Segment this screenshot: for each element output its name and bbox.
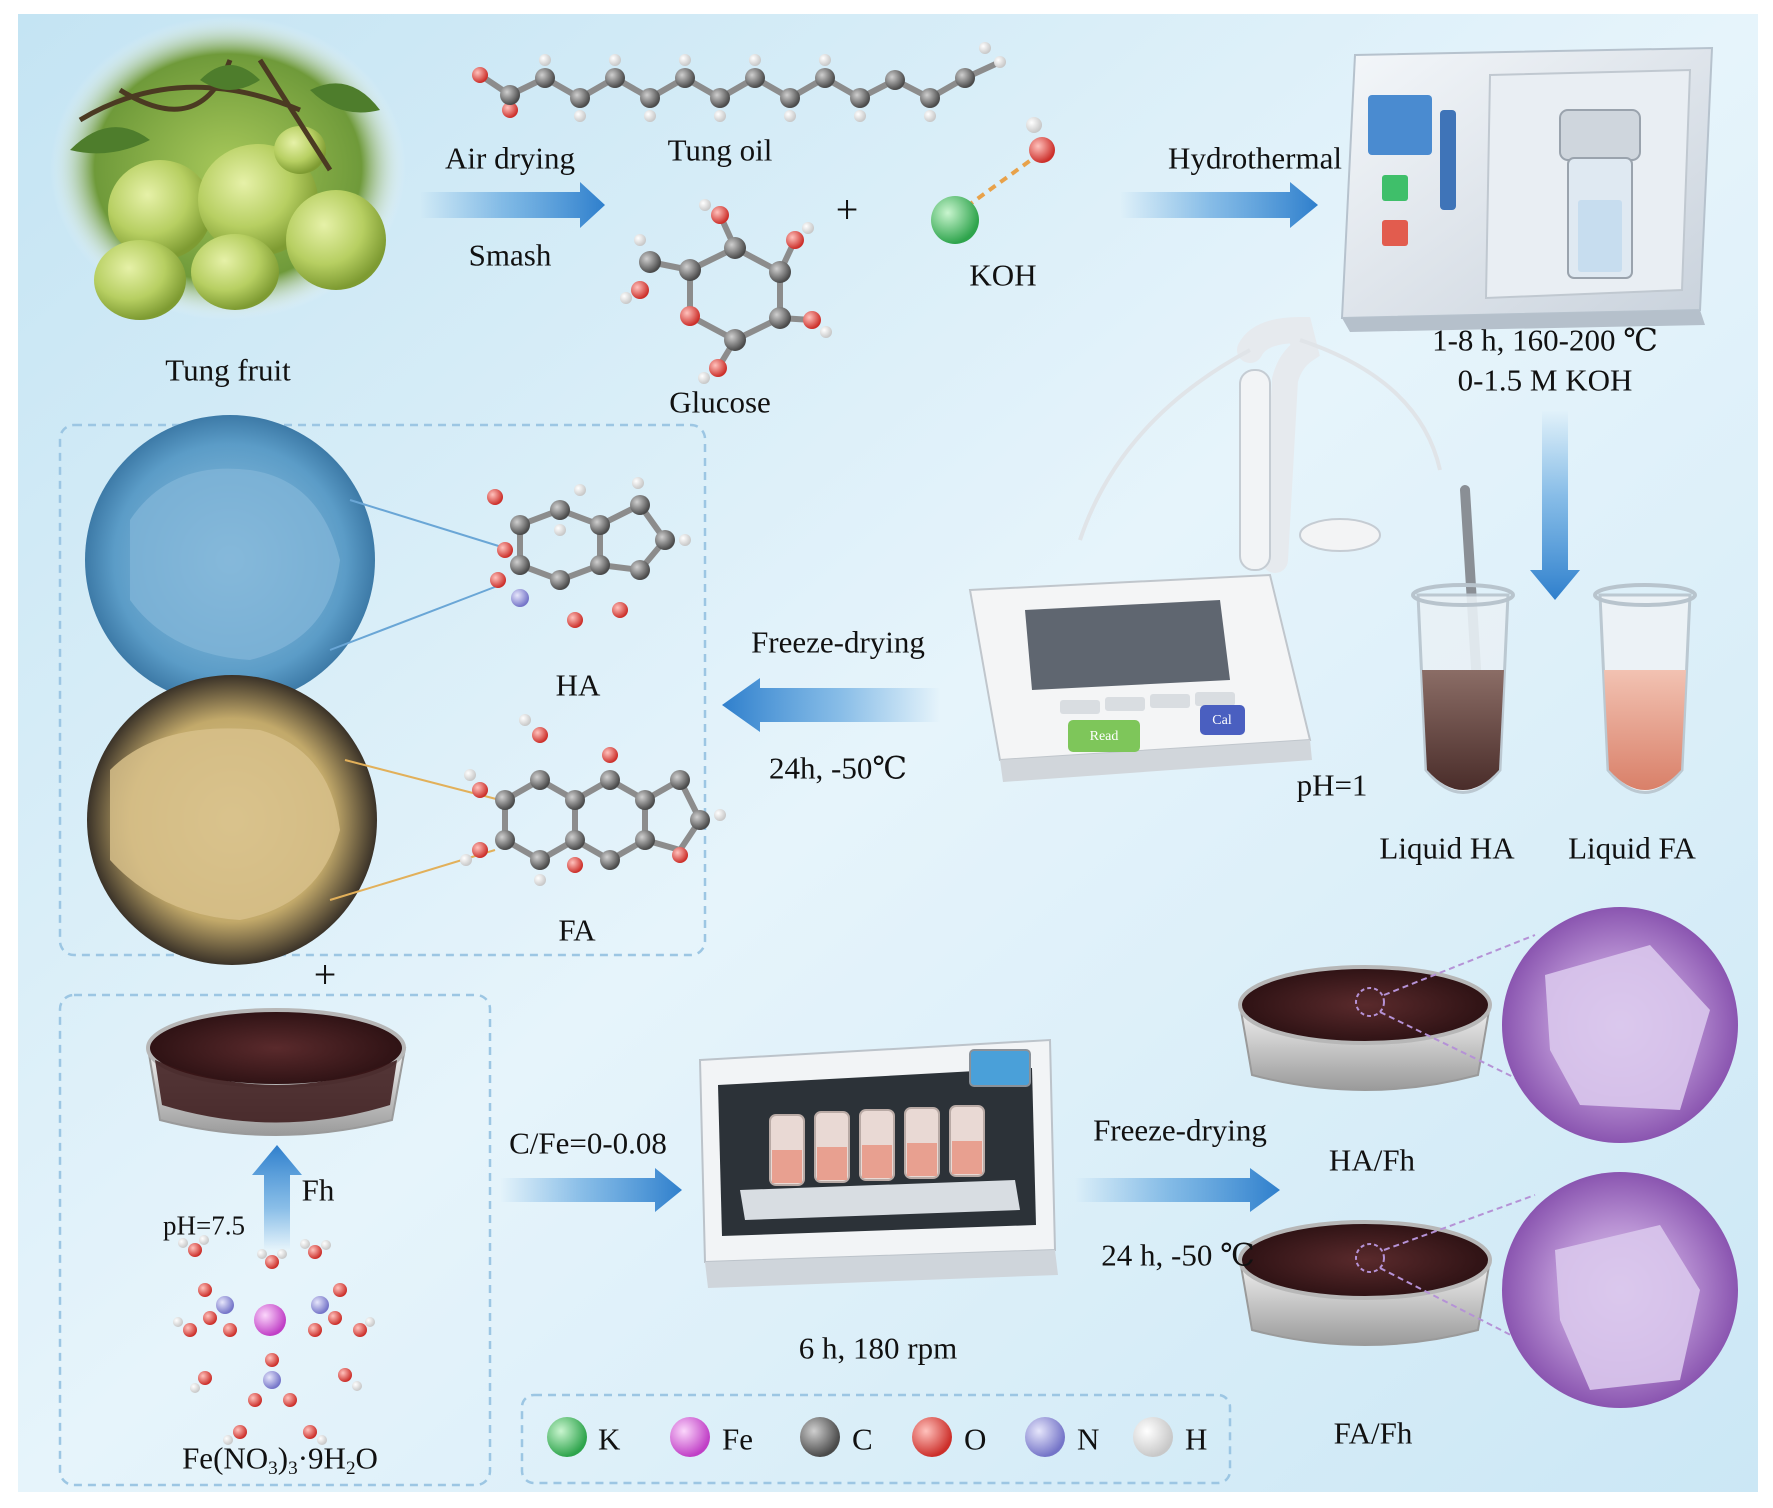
legend-label-fe: Fe — [722, 1421, 753, 1457]
legend-swatch-k — [547, 1417, 587, 1457]
label-fa-fh: FA/Fh — [1333, 1415, 1413, 1451]
legend-swatch-n — [1025, 1417, 1065, 1457]
glucose-molecule — [620, 199, 832, 384]
label-ha-fh: HA/Fh — [1328, 1142, 1416, 1178]
label-fh: Fh — [301, 1172, 335, 1208]
fa-fh-sem-image — [1502, 1172, 1738, 1408]
hydrothermal-oven — [1340, 46, 1714, 332]
label-freeze-drying-1: Freeze-drying — [751, 624, 925, 660]
fa-fh-dish — [1238, 1194, 1541, 1351]
label-tung-fruit: Tung fruit — [165, 352, 291, 388]
air-drying-arrow — [420, 182, 605, 228]
ha-fa-panel — [58, 423, 707, 957]
label-ph-1: pH=1 — [1296, 767, 1368, 803]
label-liquid-ha: Liquid HA — [1379, 830, 1515, 866]
plus-sign-bottom: + — [313, 952, 337, 997]
label-smash: Smash — [468, 237, 552, 273]
label-air-drying: Air drying — [444, 140, 576, 176]
legend-box — [520, 1393, 1232, 1485]
plus-sign-top: + — [835, 187, 859, 232]
legend-swatch-fe — [670, 1417, 710, 1457]
hydrothermal-down-arrow — [1530, 410, 1580, 600]
tung-fruit-photo — [50, 16, 406, 320]
ha-molecule — [487, 477, 691, 628]
label-shaker-conditions: 6 h, 180 rpm — [798, 1330, 958, 1366]
label-hydrothermal: Hydrothermal — [1168, 140, 1342, 176]
ha-fh-dish — [1238, 934, 1541, 1091]
label-tung-oil: Tung oil — [667, 132, 773, 168]
fh-dish — [146, 1008, 407, 1136]
ha-fh-sem-image — [1502, 907, 1738, 1143]
ha-sem-image — [85, 415, 506, 705]
hydrothermal-arrow — [1120, 182, 1318, 228]
legend-label-k: K — [598, 1421, 621, 1457]
fa-molecule — [460, 714, 726, 886]
liquid-fa-tube — [1593, 583, 1697, 794]
legend-label-n: N — [1077, 1421, 1100, 1457]
legend-swatches — [547, 1417, 1173, 1457]
fh-panel — [58, 993, 492, 1487]
label-hydrothermal-time-temp: 1-8 h, 160-200 ℃ — [1432, 322, 1658, 358]
liquid-ha-tube — [1411, 583, 1515, 794]
label-liquid-fa: Liquid FA — [1568, 830, 1696, 866]
iron-nitrate-molecules — [173, 1235, 375, 1445]
label-fa: FA — [558, 912, 596, 948]
legend-swatch-o — [912, 1417, 952, 1457]
label-carbon-iron-ratio: C/Fe=0-0.08 — [509, 1125, 667, 1161]
legend-swatch-h — [1133, 1417, 1173, 1457]
label-freeze-conditions-1: 24h, -50℃ — [768, 750, 908, 786]
meter-read-button: Read — [1089, 729, 1119, 744]
fa-sem-image — [87, 675, 501, 965]
fh-up-arrow — [252, 1145, 302, 1250]
freeze-drying-arrow-1 — [722, 678, 940, 732]
legend-label-h: H — [1185, 1421, 1208, 1457]
label-freeze-drying-2: Freeze-drying — [1093, 1112, 1267, 1148]
legend-label-c: C — [852, 1421, 873, 1457]
label-glucose: Glucose — [669, 384, 771, 420]
label-freeze-conditions-2: 24 h, -50 ℃ — [1101, 1237, 1255, 1273]
meter-cal-button: Cal — [1212, 713, 1232, 728]
legend-label-o: O — [964, 1421, 987, 1457]
label-koh: KOH — [969, 257, 1037, 293]
freeze-drying-arrow-2 — [1075, 1168, 1280, 1212]
legend-swatch-c — [800, 1417, 840, 1457]
label-ha: HA — [555, 667, 601, 703]
label-ph-7-5: pH=7.5 — [163, 1210, 245, 1241]
label-hydrothermal-koh: 0-1.5 M KOH — [1457, 362, 1633, 398]
koh-molecule — [931, 117, 1055, 244]
shaker-incubator — [698, 1038, 1058, 1288]
label-iron-nitrate: Fe(NO3)3·9H2O — [182, 1440, 378, 1479]
tung-oil-molecule — [472, 42, 1006, 122]
cfe-arrow — [500, 1168, 682, 1212]
